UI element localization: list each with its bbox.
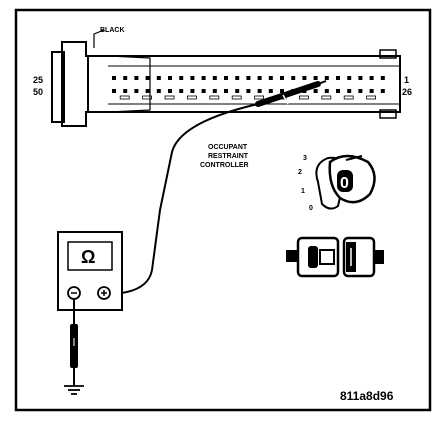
connector-body	[87, 55, 401, 113]
pin-cavity	[123, 76, 128, 80]
pin-cavity	[358, 89, 363, 93]
pin-cavity	[380, 76, 385, 80]
pin-cavity	[156, 89, 161, 93]
key-position-2: 2	[298, 169, 302, 176]
key-position-0: 0	[309, 205, 313, 212]
pin-cavity	[235, 89, 240, 93]
module-label-line1: OCCUPANT	[208, 144, 248, 151]
pin-cavity	[224, 76, 228, 80]
pin-cavity	[324, 89, 329, 93]
pin-cavity	[369, 89, 374, 93]
pin-cavity	[134, 89, 139, 93]
pin-cavity	[201, 89, 206, 93]
pin-cavity	[212, 89, 217, 93]
pin-cavity	[347, 76, 352, 80]
ohm-symbol: Ω	[81, 247, 95, 267]
pin-label-25: 25	[33, 75, 43, 85]
pin-cavity	[212, 76, 217, 80]
pin-cavity	[369, 76, 374, 80]
battery-disconnect-icon	[286, 236, 384, 278]
pin-cavity	[224, 89, 228, 93]
pin-cavity	[324, 76, 329, 80]
pin-latch-slot	[343, 95, 354, 100]
connector	[51, 41, 401, 127]
key-position-3: 3	[303, 155, 307, 162]
ohmmeter: Ω	[57, 231, 123, 311]
pin-cavity	[201, 76, 206, 80]
pin-latch-slot	[366, 95, 377, 100]
pin-cavity	[280, 89, 284, 93]
ohmmeter-display	[67, 241, 113, 271]
pin-cavity	[112, 76, 116, 80]
pin-label-1: 1	[404, 75, 409, 85]
pin-cavity	[246, 76, 251, 80]
pin-latch-slot	[209, 95, 220, 100]
pin-cavity	[246, 89, 251, 93]
pin-cavity	[168, 76, 172, 80]
pin-cavity	[123, 89, 128, 93]
key-position-1: 1	[301, 188, 305, 195]
probe-lead-wire	[111, 103, 259, 295]
pin-cavity	[268, 89, 273, 93]
pin-cavity	[145, 89, 150, 93]
pin-cavity	[313, 76, 318, 80]
pin-cavity	[280, 76, 284, 80]
pin-cavity	[380, 89, 385, 93]
pin-latch-slot	[164, 95, 175, 100]
ignition-key-icon: 0	[315, 154, 376, 210]
connector-color-leader	[93, 29, 105, 48]
ground-icon	[64, 385, 84, 395]
pin-cavity	[190, 89, 195, 93]
pin-cavity	[112, 89, 116, 93]
pin-label-50: 50	[33, 87, 43, 97]
pin-cavity	[179, 76, 184, 80]
key-face-symbol: 0	[340, 175, 349, 192]
pin-cavity	[313, 89, 318, 93]
pin-latch-slot	[298, 95, 309, 100]
pin-cavity	[257, 76, 262, 80]
pin-cavity	[190, 76, 195, 80]
pin-latch-slot	[321, 95, 332, 100]
pin-cavity	[268, 76, 273, 80]
pin-cavity	[347, 89, 352, 93]
module-label-line3: CONTROLLER	[200, 162, 249, 169]
pin-cavity	[336, 89, 340, 93]
pin-latch-slot	[231, 95, 242, 100]
pin-cavity	[291, 76, 296, 80]
module-label-line2: RESTRAINT	[208, 153, 249, 160]
pin-cavity	[145, 76, 150, 80]
pin-latch-slot	[142, 95, 153, 100]
pin-latch-slot	[254, 95, 265, 100]
figure-id: 811a8d96	[340, 389, 394, 403]
pin-label-26: 26	[402, 87, 412, 97]
pin-cavity	[156, 76, 161, 80]
pin-latch-slot	[186, 95, 197, 100]
pin-cavity	[257, 89, 262, 93]
connector-color-label: BLACK	[100, 27, 125, 34]
pin-latch-slot	[119, 95, 130, 100]
pin-cavity	[358, 76, 363, 80]
ground-lead	[70, 299, 78, 386]
pin-cavity	[302, 76, 307, 80]
pin-cavity	[168, 89, 172, 93]
pin-cavity	[134, 76, 139, 80]
test-probe	[255, 80, 327, 107]
pin-cavity	[235, 76, 240, 80]
pin-cavity	[336, 76, 340, 80]
pin-cavity	[179, 89, 184, 93]
figure-border	[14, 8, 432, 412]
